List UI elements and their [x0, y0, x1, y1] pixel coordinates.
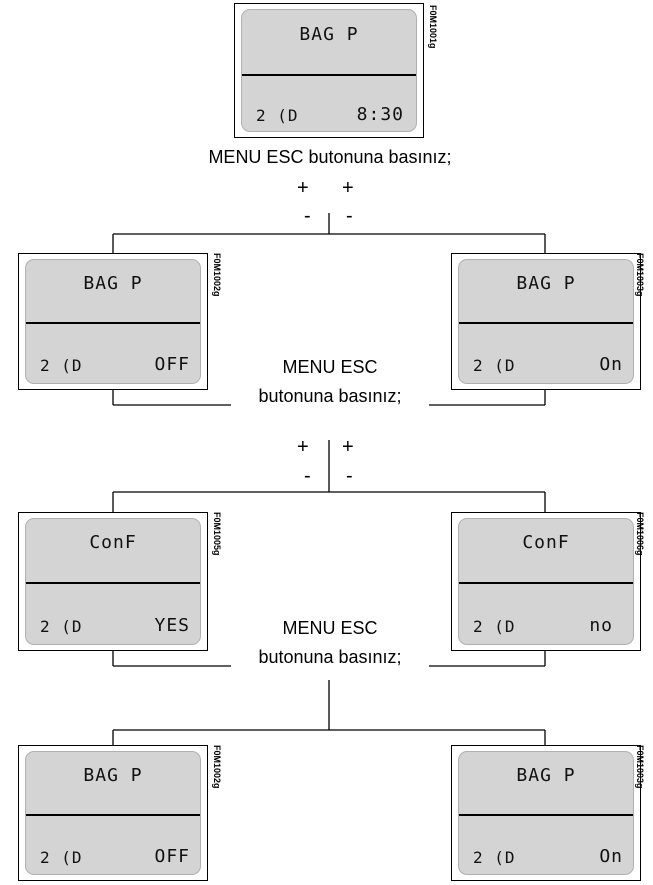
minus-symbol: -: [346, 465, 353, 487]
lcd-screen: ConF 2 (D no: [458, 518, 634, 645]
lcd-symbol: 2 (D: [40, 356, 83, 375]
plus-symbol: +: [297, 436, 309, 458]
lcd-title: ConF: [522, 532, 570, 553]
caption-top: MENU ESC butonuna basınız;: [170, 147, 490, 168]
minus-symbol: -: [304, 465, 311, 487]
lcd-value: YES: [154, 615, 190, 636]
lcd-divider: [26, 582, 200, 584]
minus-symbol: -: [346, 205, 353, 227]
lcd-symbol: 2 (D: [40, 617, 83, 636]
lcd-divider: [459, 322, 633, 324]
caption-mid-line1: MENU ESC: [240, 357, 420, 378]
lcd-value: no: [589, 615, 613, 636]
figure-code: F0M1002g: [212, 253, 222, 297]
lcd-screen: ConF 2 (D YES: [25, 518, 201, 645]
lcd-value: On: [599, 354, 623, 375]
minus-symbol: -: [304, 205, 311, 227]
display-panel-start: BAG P 2 (D 8:30: [234, 3, 424, 138]
caption-mid-line2: butonuna basınız;: [233, 386, 427, 407]
lcd-value: OFF: [154, 354, 190, 375]
lcd-divider: [242, 74, 416, 76]
lcd-screen: BAG P 2 (D OFF: [25, 259, 201, 384]
lcd-title: BAG P: [299, 24, 359, 45]
lcd-screen: BAG P 2 (D On: [458, 259, 634, 384]
plus-symbol: +: [342, 436, 354, 458]
caption-mid-line1: MENU ESC: [240, 618, 420, 639]
display-panel-no: ConF 2 (D no: [451, 512, 641, 651]
lcd-title: BAG P: [83, 765, 143, 786]
caption-mid-line2: butonuna basınız;: [233, 647, 427, 668]
lcd-title: ConF: [89, 532, 137, 553]
lcd-divider: [459, 582, 633, 584]
display-panel-on: BAG P 2 (D On: [451, 253, 641, 390]
display-panel-on-final: BAG P 2 (D On: [451, 745, 641, 881]
lcd-symbol: 2 (D: [473, 617, 516, 636]
lcd-divider: [26, 322, 200, 324]
figure-code: F0M1005g: [212, 512, 222, 556]
lcd-screen: BAG P 2 (D 8:30: [241, 9, 417, 132]
lcd-value: OFF: [154, 846, 190, 867]
lcd-value: 8:30: [356, 104, 404, 125]
lcd-symbol: 2 (D: [473, 356, 516, 375]
lcd-title: BAG P: [516, 273, 576, 294]
lcd-screen: BAG P 2 (D On: [458, 751, 634, 875]
figure-code: F0M1002g: [212, 745, 222, 789]
lcd-value: On: [599, 846, 623, 867]
lcd-symbol: 2 (D: [256, 106, 299, 125]
lcd-title: BAG P: [516, 765, 576, 786]
figure-code: F0M1003g: [635, 253, 645, 297]
lcd-divider: [459, 814, 633, 816]
display-panel-off: BAG P 2 (D OFF: [18, 253, 208, 390]
lcd-symbol: 2 (D: [40, 848, 83, 867]
lcd-symbol: 2 (D: [473, 848, 516, 867]
figure-code: F0M1001g: [428, 5, 438, 49]
display-panel-yes: ConF 2 (D YES: [18, 512, 208, 651]
figure-code: F0M1003g: [635, 745, 645, 789]
lcd-divider: [26, 814, 200, 816]
lcd-title: BAG P: [83, 273, 143, 294]
figure-code: F0M1006g: [635, 512, 645, 556]
plus-symbol: +: [297, 177, 309, 199]
plus-symbol: +: [342, 177, 354, 199]
lcd-screen: BAG P 2 (D OFF: [25, 751, 201, 875]
display-panel-off-final: BAG P 2 (D OFF: [18, 745, 208, 881]
